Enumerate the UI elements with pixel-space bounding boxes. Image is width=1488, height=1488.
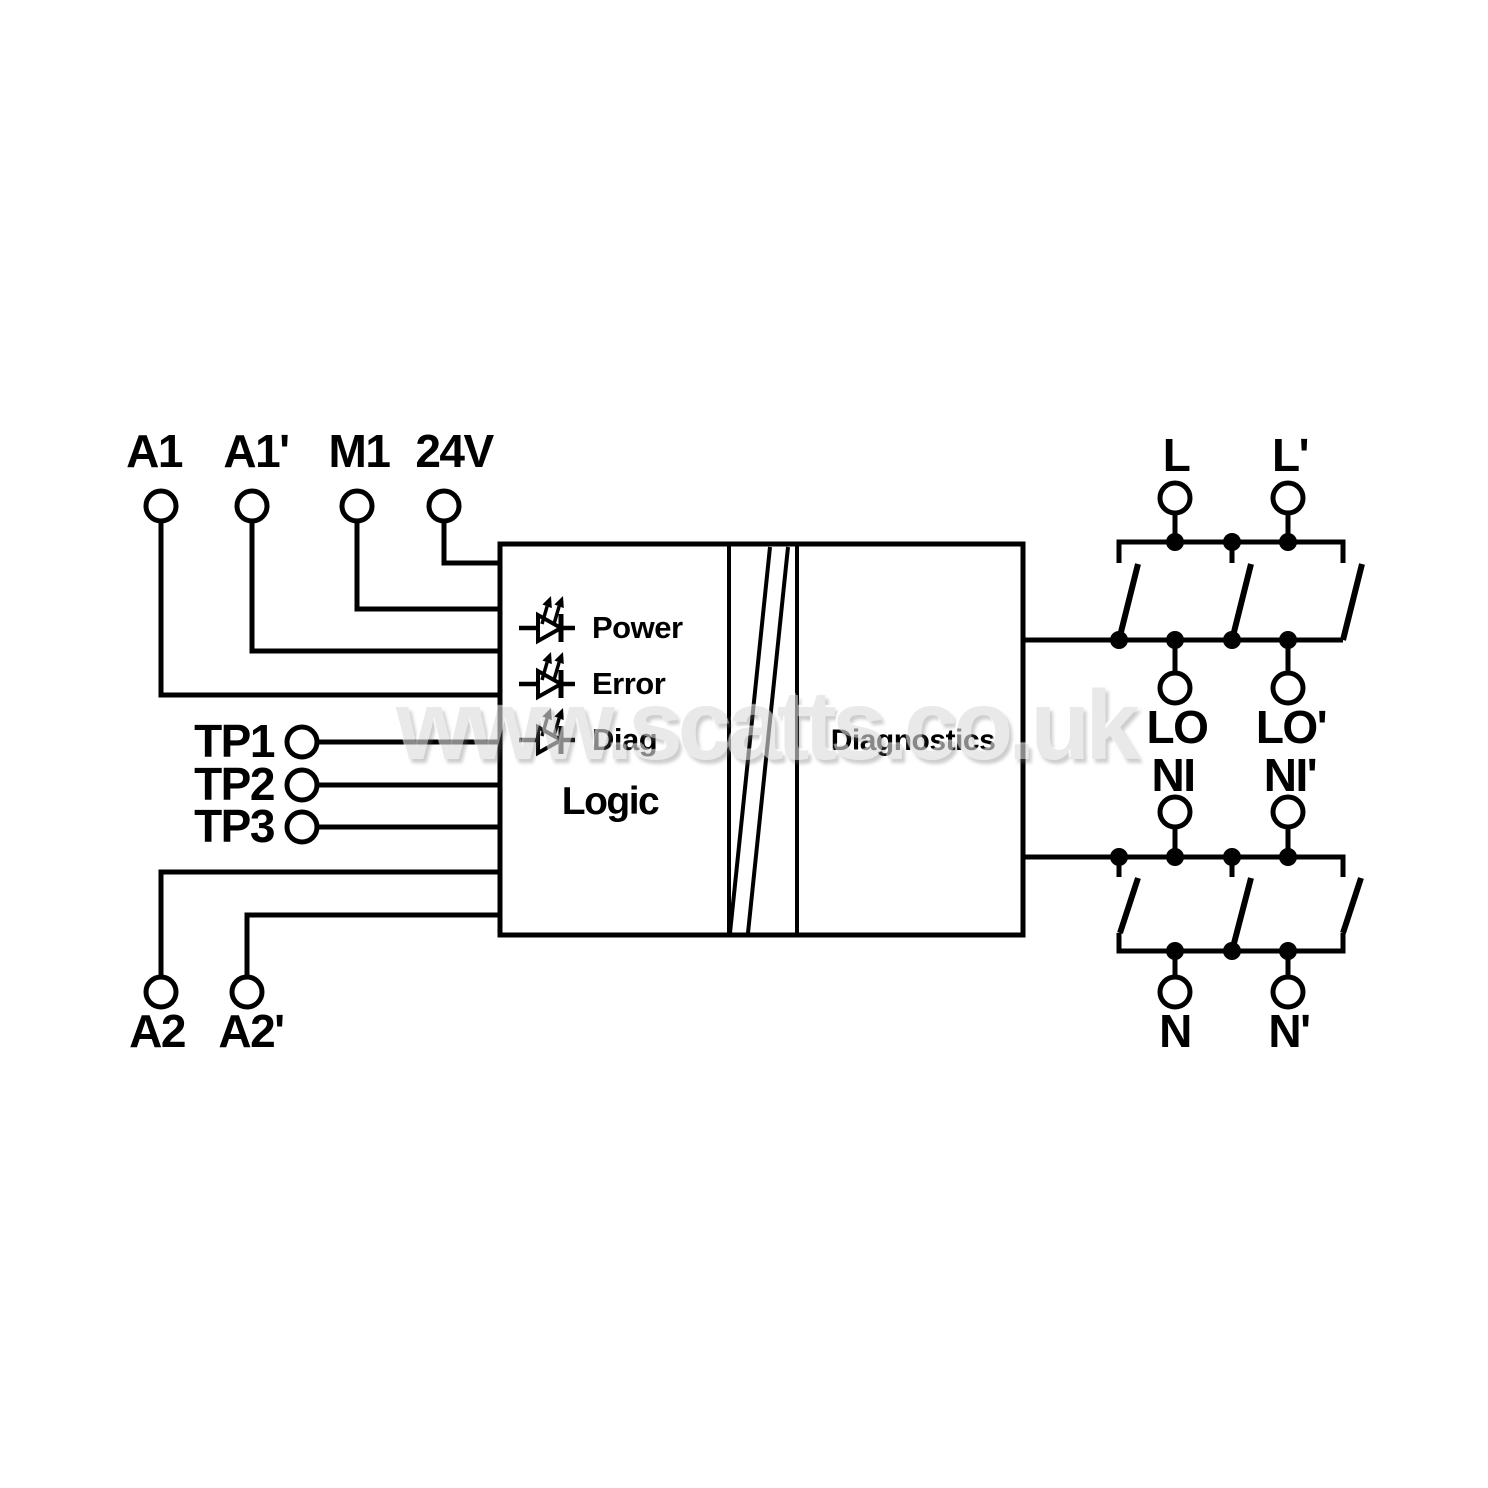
led-label-power: Power: [592, 610, 683, 645]
terminal-label-ni: NI: [1151, 749, 1197, 801]
junction-dot: [1279, 942, 1297, 960]
terminal-circle-tp2: [284, 767, 320, 803]
terminal-circle-a1-prime: [234, 488, 270, 524]
terminal-label-tp1: TP1: [194, 715, 275, 767]
wire-a2-prime: [244, 912, 500, 977]
led-indicators: [519, 596, 575, 754]
terminal-circle-n: [1157, 974, 1193, 1010]
led-label-diag: Diag: [592, 722, 658, 757]
bus-ni: [1023, 854, 1346, 877]
module-outline: [497, 541, 1026, 938]
junction-dot: [1110, 848, 1128, 866]
terminal-label-n: N: [1159, 1005, 1192, 1057]
led-label-error: Error: [592, 666, 666, 701]
switch-blade: [1116, 563, 1141, 641]
terminal-circle-l: [1157, 480, 1193, 516]
junction-dot: [1223, 942, 1241, 960]
wire-m1: [354, 521, 500, 612]
junction-dot: [1279, 533, 1297, 551]
terminal-circle-m1: [339, 488, 375, 524]
terminal-label-l: L: [1162, 429, 1191, 481]
terminal-circle-tp3: [284, 809, 320, 845]
led-diag-icon: [519, 708, 575, 754]
terminal-circle-ni: [1157, 794, 1193, 830]
terminal-circle-a2-prime: [229, 974, 265, 1010]
contact-group-line: [1023, 480, 1365, 706]
switch-blade: [1229, 563, 1254, 641]
junction-dot: [1166, 533, 1184, 551]
terminal-circle-ni-prime: [1270, 794, 1306, 830]
led-error-icon: [519, 652, 575, 698]
wire-a1-prime: [249, 521, 500, 654]
junction-dot: [1223, 631, 1241, 649]
junction-dot: [1166, 848, 1184, 866]
left-terminal-circles: [143, 488, 462, 1010]
module-box: [497, 541, 1026, 938]
wire-a2: [158, 869, 500, 977]
contact-group-neutral: [1023, 794, 1364, 1010]
terminal-label-a1-prime: A1': [223, 425, 290, 477]
wire-a1: [158, 521, 500, 698]
terminal-label-tp3: TP3: [194, 800, 275, 852]
terminal-circle-lo: [1157, 670, 1193, 706]
switch-blade: [1229, 877, 1254, 952]
terminal-circle-l-prime: [1270, 480, 1306, 516]
terminal-circle-tp1: [284, 724, 320, 760]
switch-blade: [1117, 877, 1141, 934]
terminal-label-a1: A1: [126, 425, 183, 477]
terminal-label-lo: LO: [1146, 701, 1209, 753]
module-label-logic: Logic: [561, 780, 660, 823]
terminal-circle-a2: [143, 974, 179, 1010]
terminal-label-24v: 24V: [415, 425, 494, 477]
terminal-circle-a1: [143, 488, 179, 524]
junction-dot: [1279, 631, 1297, 649]
terminal-label-tp2: TP2: [194, 758, 275, 810]
isolation-diagonal-2: [746, 546, 790, 934]
switch-blade: [1340, 563, 1365, 641]
terminal-label-lo-prime: LO': [1255, 701, 1328, 753]
junction-dot: [1223, 533, 1241, 551]
terminal-label-a2: A2: [129, 1005, 186, 1057]
terminal-label-m1: M1: [328, 425, 391, 477]
isolation-diagonal-1: [728, 546, 772, 934]
junction-dot: [1166, 631, 1184, 649]
led-power-icon: [519, 596, 575, 642]
terminal-circle-n-prime: [1270, 974, 1306, 1010]
terminal-label-l-prime: L': [1271, 429, 1310, 481]
terminal-label-ni-prime: NI': [1263, 749, 1318, 801]
left-input-wires: [158, 521, 500, 977]
terminal-circle-24v: [426, 488, 462, 524]
switch-blade: [1340, 877, 1364, 934]
terminal-label-n-prime: N': [1268, 1005, 1311, 1057]
module-label-diagnostics: Diagnostics: [830, 724, 996, 757]
terminal-label-a2-prime: A2': [218, 1005, 285, 1057]
terminal-circle-lo-prime: [1270, 670, 1306, 706]
wire-24v: [441, 521, 500, 566]
junction-dot: [1110, 631, 1128, 649]
junction-dot: [1166, 942, 1184, 960]
junction-dot: [1223, 848, 1241, 866]
junction-dot: [1279, 848, 1297, 866]
